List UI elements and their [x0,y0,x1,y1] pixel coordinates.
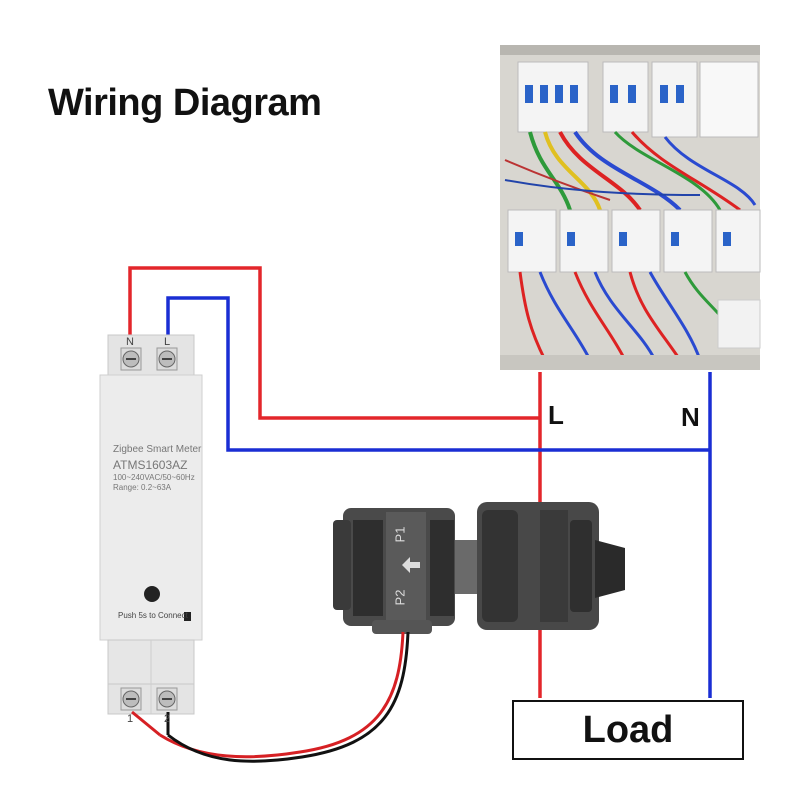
line-label: L [548,400,564,430]
meter-button-hint: Push 5s to Connect [118,611,188,620]
ct-port-p1: P1 [392,526,408,543]
smart-meter-device [99,334,203,715]
diagram-title: Wiring Diagram [48,82,322,124]
load-box: Load [512,700,744,760]
ct-lead-black [167,631,410,763]
meter-voltage: 100~240VAC/50~60Hz [113,473,195,482]
load-label: Load [582,708,674,751]
terminal-label-1: 1 [127,713,134,725]
meter-model: ATMS1603AZ [113,458,188,472]
terminal-label-l: L [164,336,171,348]
meter-range: Range: 0.2~63A [113,483,172,492]
neutral-label: N [681,402,700,432]
led-indicator-icon [184,612,191,621]
terminal-label-n: N [126,336,134,348]
breaker-panel-image [500,45,761,370]
neutral-wire-to-meter [166,296,710,452]
ct-port-p2: P2 [392,589,408,606]
pair-button-icon [144,586,160,602]
terminal-label-2: 2 [164,713,171,725]
meter-name: Zigbee Smart Meter [113,444,202,455]
arrow-icon [402,557,420,573]
ct-clamp-sensor [333,502,625,634]
live-wire-to-meter [128,266,540,420]
ct-lead-red [159,631,405,759]
